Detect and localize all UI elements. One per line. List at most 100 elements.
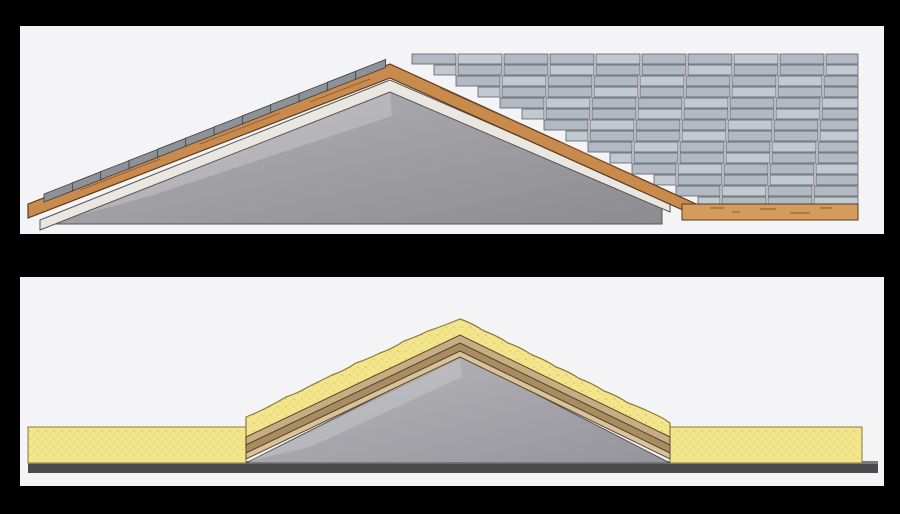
shingle-tile	[731, 86, 777, 98]
eave-fascia	[681, 203, 859, 221]
shingle-tile	[639, 86, 685, 98]
shingle-tile	[457, 53, 503, 65]
shingle-tile	[457, 64, 503, 76]
shingle-tile	[729, 97, 775, 109]
shingle-tile	[729, 108, 775, 120]
shingle-tile	[823, 75, 859, 87]
shingle-tile	[767, 185, 813, 197]
gable-wall-highlight	[250, 359, 462, 461]
shingle-tile	[593, 86, 639, 98]
shingle-tile	[821, 108, 859, 120]
shingle-tile	[681, 130, 727, 142]
shingle-tile	[595, 64, 641, 76]
shingle-tile	[815, 163, 859, 175]
shingle-tile	[593, 75, 639, 87]
shingle-tile	[477, 86, 501, 98]
shingle-tile	[653, 174, 677, 186]
shingle-tile	[633, 141, 679, 153]
shingle-tile	[633, 152, 679, 164]
shingle-tile	[733, 53, 779, 65]
shingle-tile	[675, 185, 721, 197]
fascia-texture	[710, 207, 832, 214]
shingle-tile	[455, 75, 501, 87]
shingle-tile	[773, 130, 819, 142]
shingle-tile	[545, 97, 591, 109]
shingle-tile	[731, 75, 777, 87]
shingle-tile	[679, 141, 725, 153]
insulation-batt-left	[27, 426, 247, 464]
shingle-tile	[565, 130, 589, 142]
shingle-tile	[503, 53, 549, 65]
shingle-tile	[819, 119, 859, 131]
shingle-tile	[549, 64, 595, 76]
shingle-tile	[545, 108, 591, 120]
insulation-batt-right	[669, 426, 863, 464]
shingle-tile	[501, 86, 547, 98]
shingle-tile	[549, 53, 595, 65]
shingle-tile	[825, 53, 859, 65]
shingle-tile	[641, 53, 687, 65]
shingle-tile	[727, 130, 773, 142]
shingle-tile	[637, 97, 683, 109]
shingle-tile	[501, 75, 547, 87]
shingle-tile	[687, 64, 733, 76]
shingle-tile	[771, 152, 817, 164]
shingle-tile	[589, 130, 635, 142]
shingle-tile	[521, 108, 545, 120]
shingle-tile	[817, 141, 859, 153]
shingle-tile	[773, 119, 819, 131]
shingle-tile	[813, 185, 859, 197]
shingle-tile	[821, 97, 859, 109]
shingle-tile	[723, 174, 769, 186]
gable-wall	[245, 354, 671, 464]
shingle-tile	[639, 75, 685, 87]
shingle-roof-panel	[20, 26, 884, 234]
shingle-tile	[775, 97, 821, 109]
shingle-tile	[685, 75, 731, 87]
shingle-tile	[771, 141, 817, 153]
shingle-tile	[595, 53, 641, 65]
shingle-tile	[725, 141, 771, 153]
shingle-tile	[817, 152, 859, 164]
shingle-tile	[819, 130, 859, 142]
rafter-layers	[245, 334, 671, 460]
shingle-tile	[769, 174, 815, 186]
shingle-tile	[825, 64, 859, 76]
shingle-tile	[547, 75, 593, 87]
insulated-attic-illustration	[27, 318, 878, 473]
shingle-tile	[631, 163, 677, 175]
shingle-tile	[779, 53, 825, 65]
shingle-tile	[433, 64, 457, 76]
shingle-tile	[591, 97, 637, 109]
soffit-board	[39, 79, 671, 231]
shingle-tile	[591, 108, 637, 120]
shingle-tile	[681, 119, 727, 131]
shingle-tile	[779, 64, 825, 76]
shingle-tile	[635, 119, 681, 131]
shingle-tile	[687, 53, 733, 65]
shingle-tile	[769, 163, 815, 175]
slope-shingle	[355, 58, 387, 80]
shingle-tile	[775, 108, 821, 120]
shingle-tile	[723, 163, 769, 175]
shingle-tile	[641, 64, 687, 76]
shingle-tile	[589, 119, 635, 131]
shingle-layer	[43, 58, 387, 203]
shingle-tile	[685, 86, 731, 98]
shingle-tile	[777, 75, 823, 87]
shingle-tile	[503, 64, 549, 76]
shingle-tile	[721, 185, 767, 197]
shingle-tile	[677, 174, 723, 186]
shingle-tile	[823, 86, 859, 98]
shingle-tile	[679, 152, 725, 164]
shingle-tile	[815, 174, 859, 186]
shingle-tile	[683, 108, 729, 120]
shingle-tile	[725, 152, 771, 164]
insulated-attic-panel	[20, 277, 884, 486]
shingle-tile	[543, 119, 589, 131]
shingle-tile	[635, 130, 681, 142]
shingle-tile	[637, 108, 683, 120]
deck-grain	[79, 78, 641, 191]
shingle-field	[411, 53, 859, 208]
